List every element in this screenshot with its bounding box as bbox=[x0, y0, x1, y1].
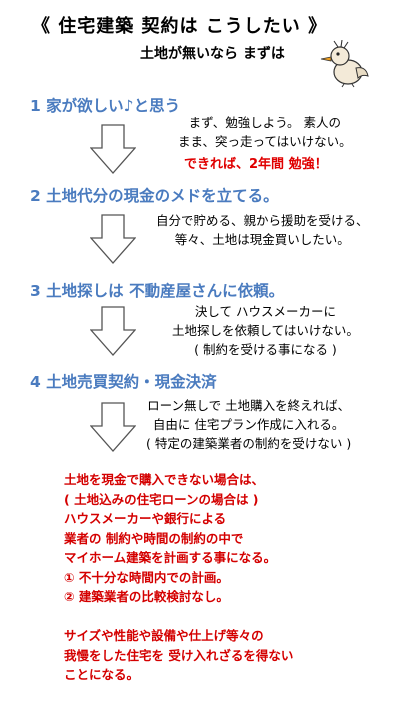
step-3-heading: 3 土地探しは 不動産屋さんに依頼。 bbox=[30, 282, 285, 300]
step-1-line-2: まま、突っ走ってはいけない。 bbox=[178, 134, 352, 149]
step-1-highlight: できれば、2年間 勉強！ bbox=[184, 157, 328, 172]
step-4-line-2: 自由に 住宅プラン作成に入れる。 bbox=[152, 417, 345, 432]
step-3-line-1: 決して ハウスメーカーに bbox=[194, 304, 336, 319]
page-title: 《 住宅建築 契約は こうしたい 》 bbox=[32, 16, 328, 37]
down-arrow-icon bbox=[90, 214, 136, 264]
note-line: ② 建築業者の比較検討なし。 bbox=[64, 589, 229, 604]
note-line: マイホーム建築を計画する事になる。 bbox=[64, 550, 277, 565]
note-spacer bbox=[64, 607, 293, 627]
note-line: ハウスメーカーや銀行による bbox=[64, 511, 227, 526]
warning-notes: 土地を現金で購入できない場合は、 ( 土地込みの住宅ローンの場合は ) ハウスメ… bbox=[64, 470, 293, 685]
step-3-line-3: ( 制約を受ける事になる ) bbox=[194, 342, 337, 357]
note-line: ① 不十分な時間内での計画。 bbox=[64, 569, 229, 585]
step-3-line-2: 土地探しを依頼してはいけない。 bbox=[172, 323, 359, 338]
note-line: サイズや性能や設備や仕上げ等々の bbox=[64, 628, 264, 643]
step-1-description: まず、勉強しよう。 素人の まま、突っ走ってはいけない。 bbox=[178, 113, 352, 151]
down-arrow-icon bbox=[90, 306, 136, 356]
page-subtitle: 土地が無いなら まずは bbox=[140, 46, 285, 62]
step-1-heading: 1 家が欲しい♪と思う bbox=[30, 97, 181, 115]
step-2-description: 自分で貯める、親から援助を受ける、 等々、土地は現金買いしたい。 bbox=[156, 211, 369, 249]
down-arrow-icon bbox=[90, 124, 136, 174]
step-2-line-1: 自分で貯める、親から援助を受ける、 bbox=[156, 213, 369, 228]
step-4-line-1: ローン無しで 土地購入を終えれば、 bbox=[147, 398, 351, 413]
note-line: ( 土地込みの住宅ローンの場合は ) bbox=[64, 491, 259, 507]
step-2-heading: 2 土地代分の現金のメドを立てる。 bbox=[30, 187, 279, 205]
step-4-heading: 4 土地売買契約・現金決済 bbox=[30, 373, 217, 391]
note-line: 土地を現金で購入できない場合は、 bbox=[64, 472, 265, 487]
step-3-description: 決して ハウスメーカーに 土地探しを依頼してはいけない。 ( 制約を受ける事にな… bbox=[172, 302, 359, 359]
step-4-description: ローン無しで 土地購入を終えれば、 自由に 住宅プラン作成に入れる。 ( 特定の… bbox=[146, 396, 351, 453]
step-2-line-2: 等々、土地は現金買いしたい。 bbox=[174, 232, 350, 247]
note-line: 我慢をした住宅を 受け入れざるを得ない bbox=[64, 647, 294, 663]
note-line: ことになる。 bbox=[64, 667, 140, 682]
down-arrow-icon bbox=[90, 402, 136, 452]
step-1-line-1: まず、勉強しよう。 素人の bbox=[188, 115, 341, 130]
note-line: 業者の 制約や時間の制約の中で bbox=[64, 530, 244, 546]
bird-mascot-illustration bbox=[320, 40, 369, 88]
step-4-line-3: ( 特定の建築業者の制約を受けない ) bbox=[146, 436, 352, 451]
